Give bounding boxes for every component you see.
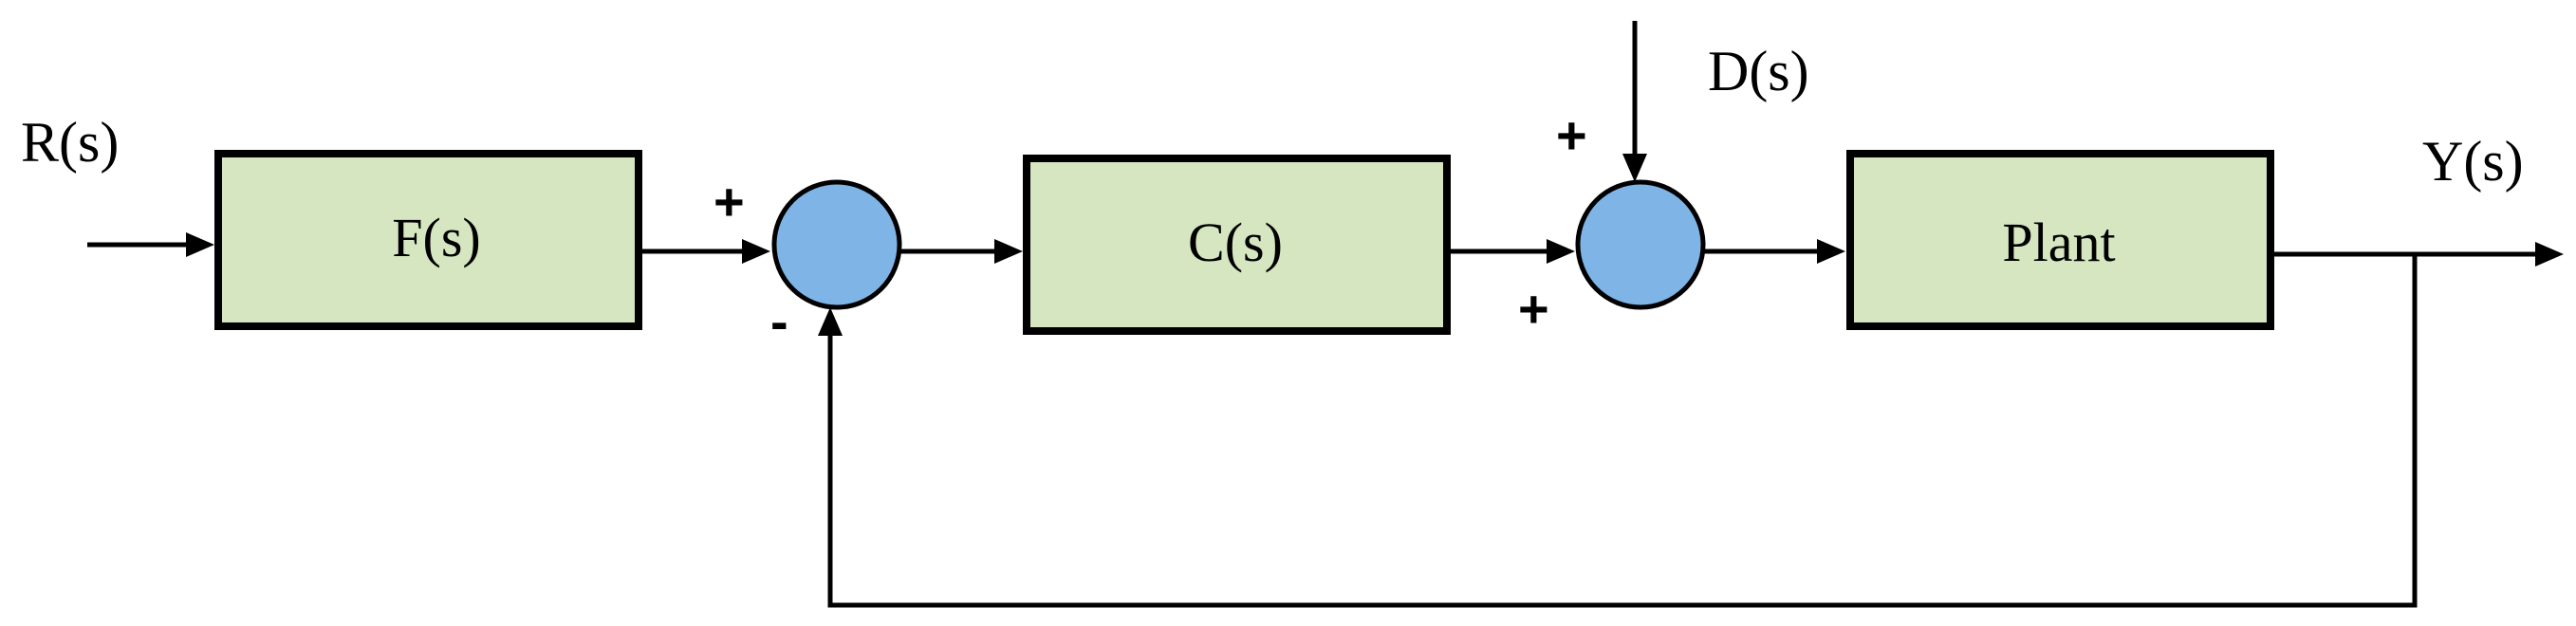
output-arrow <box>2274 242 2564 267</box>
sum1-plus-sign: + <box>713 172 745 231</box>
plant-label: Plant <box>2002 212 2115 273</box>
sum2-plus-sign-left: + <box>1518 279 1549 339</box>
disturbance-signal-label: D(s) <box>1708 40 1809 102</box>
reference-arrow <box>87 232 214 257</box>
sum2-to-plant-arrow <box>1703 239 1845 264</box>
summing-junction-1 <box>771 179 902 310</box>
sum2-plus-sign-top: + <box>1556 105 1587 165</box>
prefilter-block <box>214 150 642 330</box>
plant-block <box>1846 150 2274 330</box>
reference-signal-label: R(s) <box>21 111 119 174</box>
prefilter-label: F(s) <box>392 207 480 268</box>
controller-label: C(s) <box>1188 212 1283 273</box>
feedback-path <box>818 254 2418 608</box>
sum1-minus-sign: - <box>770 291 788 351</box>
prefilter-to-sum1-arrow <box>642 239 770 264</box>
summing-junction-2 <box>1575 179 1706 310</box>
output-signal-label: Y(s) <box>2422 130 2524 193</box>
controller-block <box>1023 155 1451 335</box>
disturbance-arrow <box>1622 21 1647 182</box>
sum1-to-controller-arrow <box>899 239 1023 264</box>
controller-to-sum2-arrow <box>1451 239 1575 264</box>
